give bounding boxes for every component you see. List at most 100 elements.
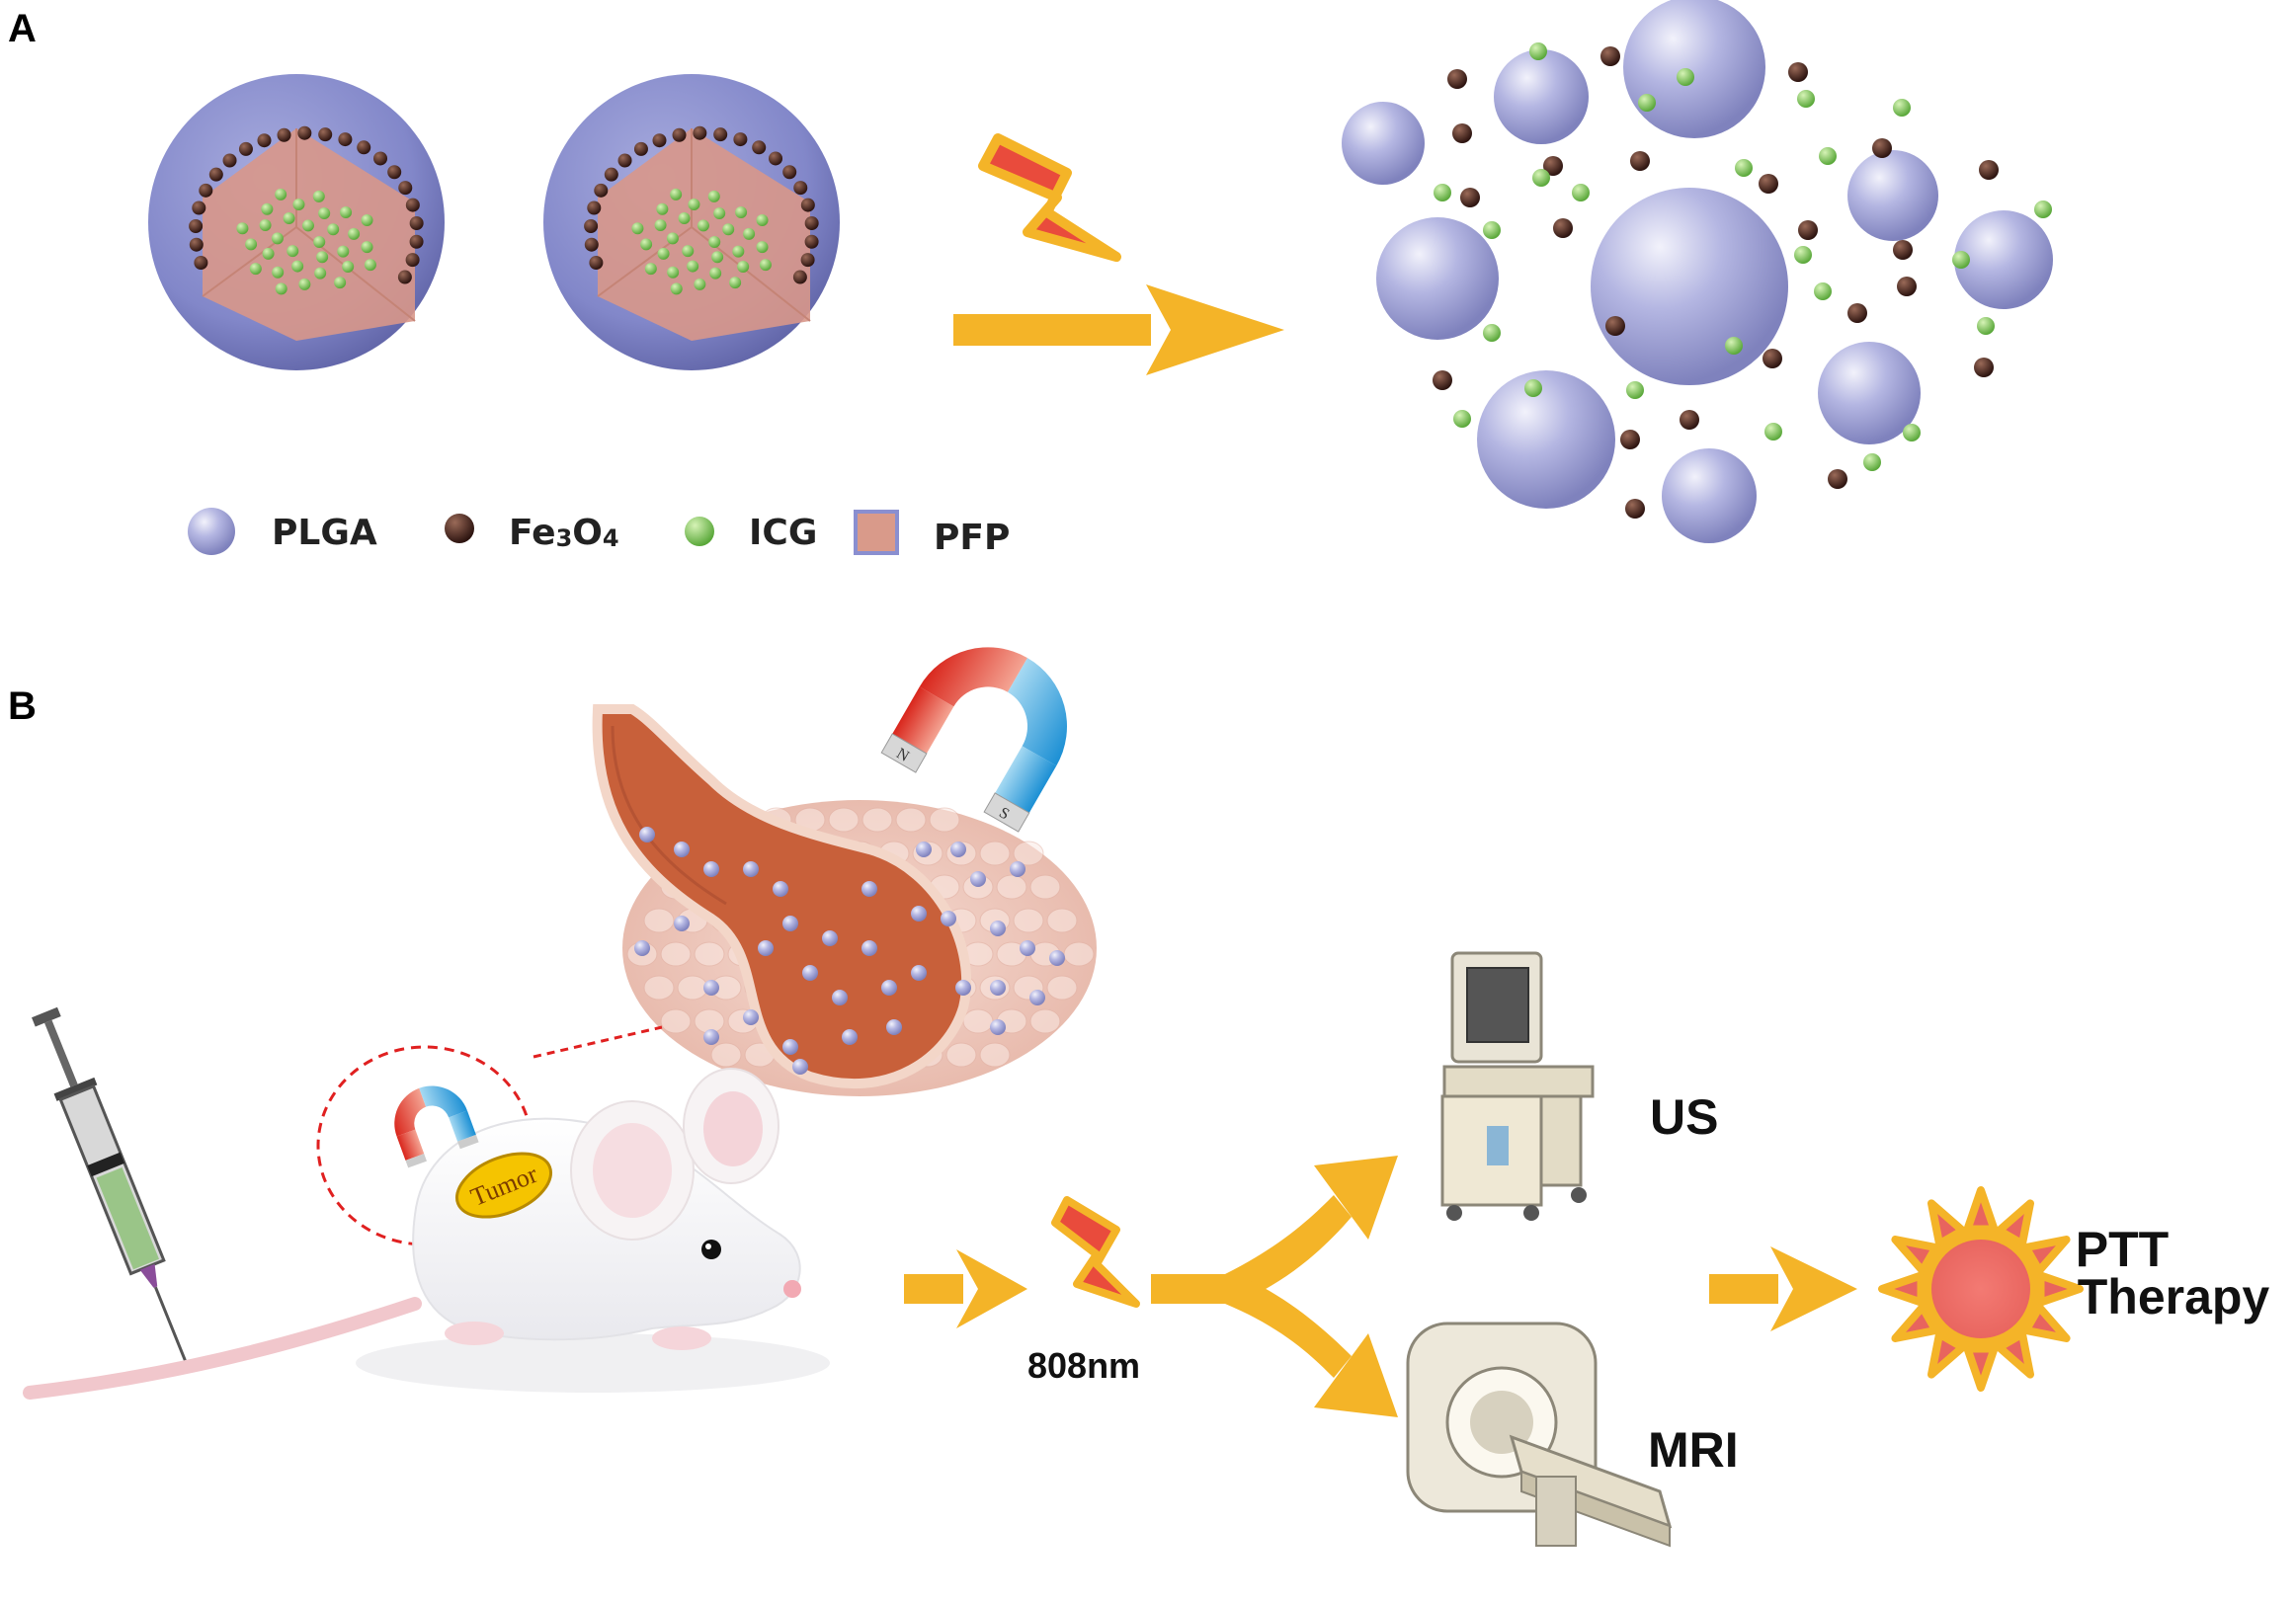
fe3o4-particle [617, 153, 632, 168]
icg-particle [631, 222, 644, 235]
icg-particle [1483, 221, 1501, 239]
tissue-cell [945, 1042, 977, 1068]
fe3o4-particle [222, 153, 237, 168]
mri-label: MRI [1648, 1422, 1739, 1478]
nanoparticle-dot [743, 861, 759, 877]
fe3o4-particle [1447, 69, 1467, 89]
icg-particle [644, 263, 657, 276]
icg-particle [1677, 68, 1694, 86]
icg-particle [711, 251, 724, 264]
nanoparticle-dot [782, 1039, 798, 1055]
sun-ray [2021, 1303, 2071, 1342]
nanoparticle-dot [773, 881, 788, 897]
fe3o4-particle [1605, 316, 1625, 336]
fe3o4-particle [800, 253, 815, 268]
fe3o4-particle [208, 167, 223, 182]
plga-sphere [1591, 188, 1788, 385]
fe3o4-particle [587, 200, 602, 215]
nanoparticle-dot [970, 871, 986, 887]
icg-particle [1819, 147, 1837, 165]
tissue-cell [979, 841, 1011, 866]
tissue-cell [677, 975, 708, 1001]
sun-ray [1927, 1329, 1967, 1379]
fe3o4-particle [397, 270, 412, 284]
fe3o4-particle [584, 219, 599, 234]
icg-particle [249, 263, 262, 276]
fe3o4-particle [1452, 123, 1472, 143]
fe3o4-particle [405, 253, 420, 268]
tissue-cell [643, 908, 675, 933]
icg-particle [732, 245, 745, 258]
fe3o4-particle [194, 255, 208, 270]
icg-particle [334, 277, 347, 289]
fe3o4-particle [409, 216, 424, 231]
icg-particle [1893, 99, 1911, 117]
fe3o4-particle-icon [445, 514, 474, 543]
icg-particle [656, 202, 669, 215]
icg-particle [729, 277, 742, 289]
icg-particle [1572, 184, 1590, 201]
icg-particle [1725, 337, 1743, 355]
icg-particle [287, 245, 299, 258]
icg-particle [342, 261, 355, 274]
icg-particle [364, 259, 376, 272]
icg-particle [743, 227, 756, 240]
nanoparticle-dot [674, 842, 690, 857]
icg-particle [688, 198, 700, 210]
icg-particle [682, 245, 695, 258]
plga-sphere-icon [188, 508, 235, 555]
icg-particle [301, 219, 314, 232]
tissue-cell [828, 807, 860, 833]
icg-particle [275, 282, 287, 295]
legend-item-fe3o4: Fe3O4 [445, 513, 619, 553]
panel-label-b: B [8, 684, 37, 728]
fe3o4-particle [769, 151, 783, 166]
nanoparticle-dot [792, 1059, 808, 1075]
icg-particle [312, 190, 325, 202]
nanoparticle-dot [990, 921, 1006, 936]
legend: PLGA Fe3O4 ICG PFP [188, 508, 1010, 558]
arrow-to-therapy [1709, 1246, 1857, 1331]
plga-sphere [1342, 102, 1425, 185]
fe3o4-particle [1630, 151, 1650, 171]
fe3o4-particle [792, 270, 807, 284]
laser-808-bolt-icon [1051, 1196, 1140, 1308]
tissue-cell [861, 807, 893, 833]
icg-particle [713, 207, 726, 220]
fe3o4-particle [257, 133, 272, 148]
fe3o4-particle [405, 198, 420, 212]
icg-particle [697, 219, 709, 232]
nanoparticle-dot [955, 980, 971, 996]
fe3o4-particle [752, 140, 767, 155]
legend-item-plga: PLGA [188, 508, 377, 555]
tissue-magnified-view [592, 704, 1097, 1096]
nanoparticle-dot [703, 861, 719, 877]
icg-particle [737, 261, 750, 274]
legend-item-pfp: PFP [854, 510, 1010, 558]
nanoparticle-dot [886, 1019, 902, 1035]
fe3o4-particle [793, 181, 808, 196]
fe3o4-particle [804, 234, 819, 249]
nanoparticle-dot [941, 911, 956, 926]
pfp-core-icon [854, 510, 899, 555]
syringe-icon [32, 1006, 187, 1361]
icg-particle [262, 247, 275, 260]
nanoparticle-dot [634, 940, 650, 956]
fe3o4-particle [713, 127, 728, 142]
nanoparticle-dot [703, 1029, 719, 1045]
nanoparticle-payload [189, 125, 819, 295]
fe3o4-particle [1893, 240, 1913, 260]
fe3o4-particle [189, 219, 204, 234]
icg-particle [708, 236, 721, 248]
icg-particle [1794, 246, 1812, 264]
icg-particle [1735, 159, 1753, 177]
fe3o4-particle [1872, 138, 1892, 158]
fe3o4-particle [594, 183, 609, 198]
nanoparticle-dot [990, 980, 1006, 996]
fe3o4-particle [1620, 430, 1640, 449]
nanoparticle-dot [802, 965, 818, 981]
icg-particle [670, 282, 683, 295]
tissue-cell [895, 807, 927, 833]
icg-particle [756, 213, 769, 226]
